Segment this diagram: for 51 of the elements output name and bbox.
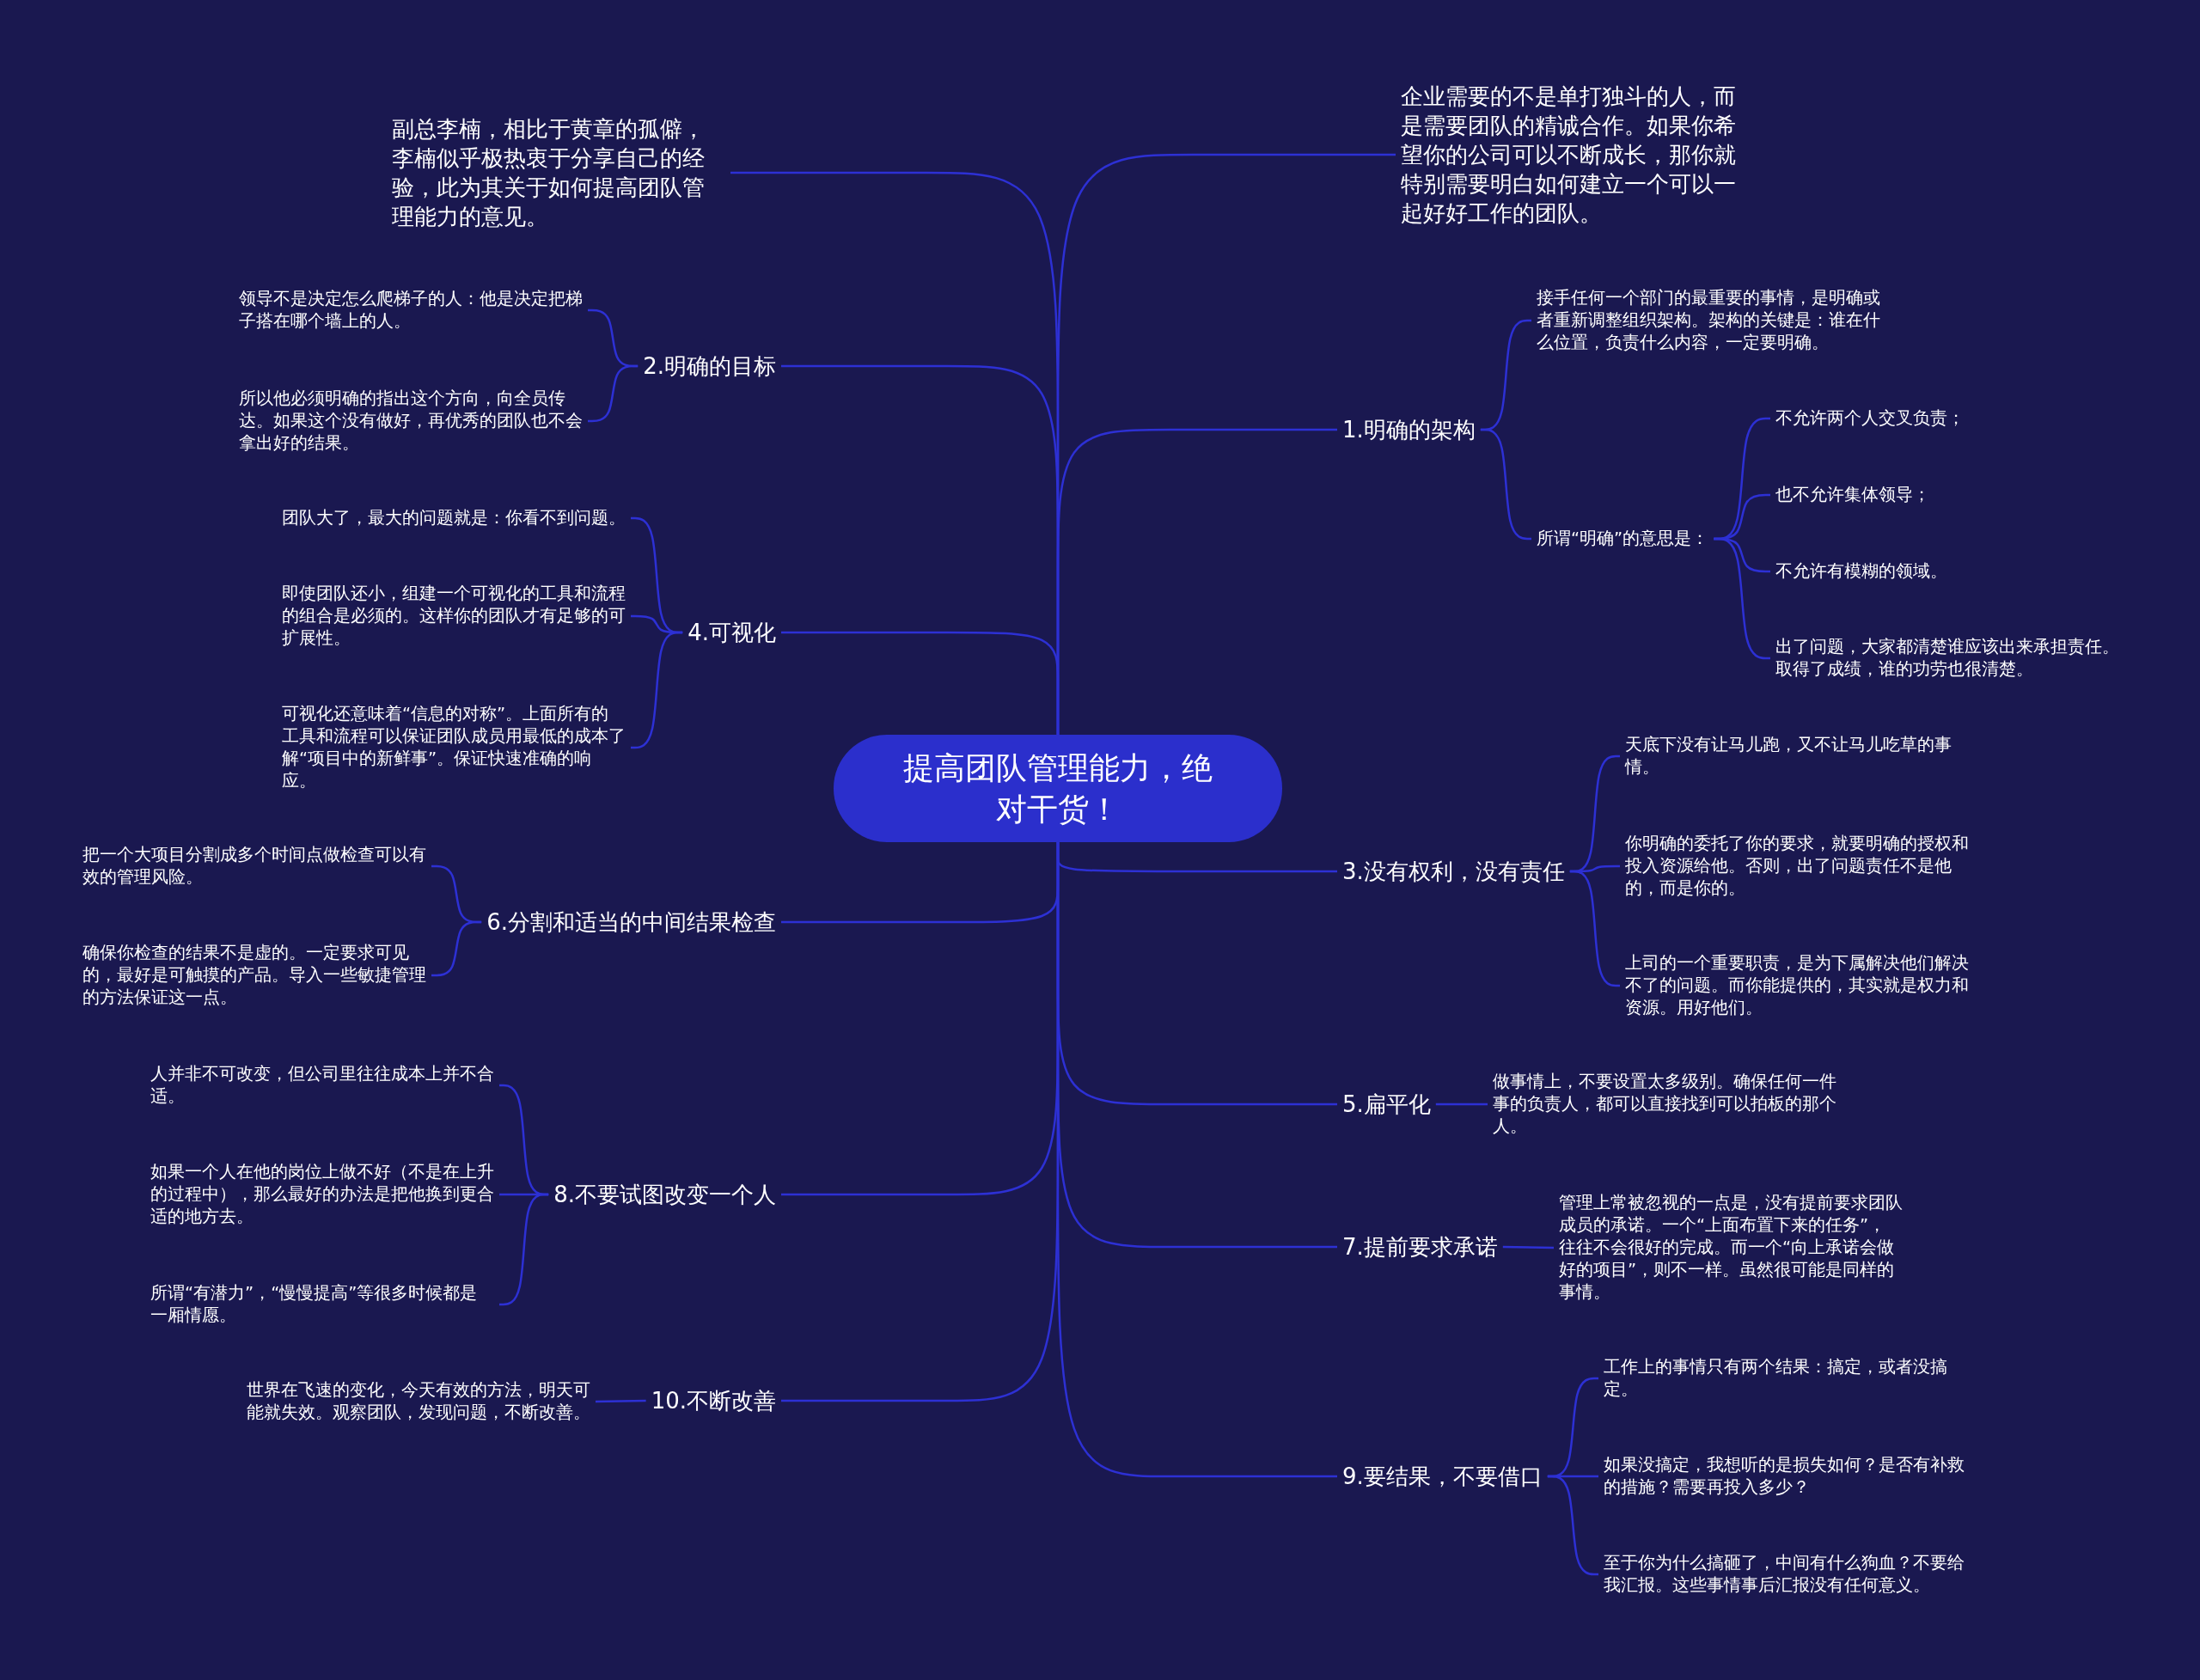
subtopic-text: 所以他必须明确的指出这个方向，向全员传达。如果这个没有做好，再优秀的团队也不会拿出好的结果。 — [239, 388, 583, 455]
subtopic-text: 如果没搞定，我想听的是损失如何？是否有补救的措施？需要再投入多少？ — [1604, 1454, 1965, 1499]
subtopic-text: 至于你为什么搞砸了，中间有什么狗血？不要给我汇报。这些事情事后汇报没有任何意义。 — [1604, 1552, 1965, 1597]
subtopic-text: 所谓“明确”的意思是： — [1537, 528, 1709, 550]
connector-line — [499, 1193, 549, 1306]
branch-topic: 10.不断改善 — [651, 1387, 776, 1415]
subtopic-text: 不允许两个人交叉负责； — [1775, 407, 1965, 430]
subtopic-text: 接手任何一个部门的最重要的事情，是明确或者重新调整组织架构。架构的关键是：谁在什么位置，负责什么内容，一定要明确。 — [1537, 287, 1881, 354]
branch-topic: 6.分割和适当的中间结果检查 — [486, 908, 776, 937]
subtopic-text: 如果一个人在他的岗位上做不好（不是在上升的过程中），那么最好的办法是把他换到更合适的地方去。 — [150, 1161, 494, 1228]
subtopic-text: 确保你检查的结果不是虚的。一定要求可见的，最好是可触摸的产品。导入一些敏捷管理的方法保证这一点。 — [82, 942, 426, 1009]
subtopic-text: 世界在飞速的变化，今天有效的方法，明天可能就失效。观察团队，发现问题，不断改善。 — [247, 1379, 590, 1424]
subtopic-text: 也不允许集体领导； — [1775, 484, 1930, 506]
intro-text: 企业需要的不是单打独斗的人，而是需要团队的精诚合作。如果你希望你的公司可以不断成长，那你就特别需要明白如何建立一个可以一起好好工作的团队。 — [1401, 82, 1737, 228]
subtopic-text: 即使团队还小，组建一个可视化的工具和流程的组合是必须的。这样你的团队才有足够的可扩展性。 — [282, 583, 626, 650]
central-topic: 提高团队管理能力，绝对干货！ — [834, 735, 1282, 842]
connector-line — [1547, 1475, 1598, 1576]
intro-text: 副总李楠，相比于黄章的孤僻，李楠似乎极热衷于分享自己的经验，此为其关于如何提高团队管理能力的意见。 — [392, 115, 706, 231]
subtopic-text: 上司的一个重要职责，是为下属解决他们解决不了的问题。而你能提供的，其实就是权力和资源。用好他们。 — [1625, 952, 1969, 1019]
connector-line — [781, 631, 1060, 735]
connector-line — [1714, 537, 1770, 660]
connector-line — [1480, 428, 1531, 541]
branch-topic: 5.扁平化 — [1342, 1090, 1431, 1119]
subtopic-text: 天底下没有让马儿跑，又不让马儿吃草的事情。 — [1625, 734, 1952, 779]
connector-line — [1435, 1103, 1488, 1106]
subtopic-text: 管理上常被忽视的一点是，没有提前要求团队成员的承诺。一个“上面布置下来的任务”，往往不会很好的完成。而一个“向上承诺会做好的项目”，则不一样。虽然很可能是同样的事情。 — [1559, 1192, 1903, 1304]
connector-line — [1502, 1245, 1555, 1249]
subtopic-text: 可视化还意味着“信息的对称”。上面所有的工具和流程可以保证团队成员用最低的成本了解“项目中的新鲜事”。保证快速准确的响应。 — [282, 703, 626, 792]
subtopic-text: 人并非不可改变，但公司里往往成本上并不合适。 — [150, 1063, 494, 1108]
connector-line — [431, 920, 482, 977]
subtopic-text: 团队大了，最大的问题就是：你看不到问题。 — [282, 507, 626, 529]
branch-topic: 9.要结果，不要借口 — [1342, 1463, 1543, 1491]
connector-line — [1569, 870, 1620, 987]
branch-topic: 8.不要试图改变一个人 — [553, 1181, 776, 1209]
subtopic-text: 出了问题，大家都清楚谁应该出来承担责任。取得了成绩，谁的功劳也很清楚。 — [1775, 636, 2120, 681]
subtopic-text: 领导不是决定怎么爬梯子的人：他是决定把梯子搭在哪个墙上的人。 — [239, 288, 583, 333]
subtopic-text: 做事情上，不要设置太多级别。确保任何一件事的负责人，都可以直接找到可以拍板的那个人。 — [1493, 1071, 1836, 1138]
connector-line — [781, 842, 1060, 1402]
branch-topic: 7.提前要求承诺 — [1342, 1233, 1498, 1262]
branch-topic: 3.没有权利，没有责任 — [1342, 858, 1565, 886]
connector-line — [631, 631, 683, 749]
subtopic-text: 把一个大项目分割成多个时间点做检查可以有效的管理风险。 — [82, 844, 426, 889]
connector-line — [588, 364, 639, 423]
connector-line — [595, 1399, 646, 1403]
branch-topic: 1.明确的架构 — [1342, 416, 1476, 444]
subtopic-text: 所谓“有潜力”，“慢慢提高”等很多时候都是一厢情愿。 — [150, 1282, 479, 1327]
subtopic-text: 你明确的委托了你的要求，就要明确的授权和投入资源给他。否则，出了问题责任不是他的，而是你的。 — [1625, 833, 1969, 900]
branch-topic: 4.可视化 — [688, 619, 776, 647]
subtopic-text: 工作上的事情只有两个结果：搞定，或者没搞定。 — [1604, 1356, 1948, 1401]
branch-topic: 2.明确的目标 — [643, 352, 776, 381]
subtopic-text: 不允许有模糊的领域。 — [1775, 560, 1947, 583]
